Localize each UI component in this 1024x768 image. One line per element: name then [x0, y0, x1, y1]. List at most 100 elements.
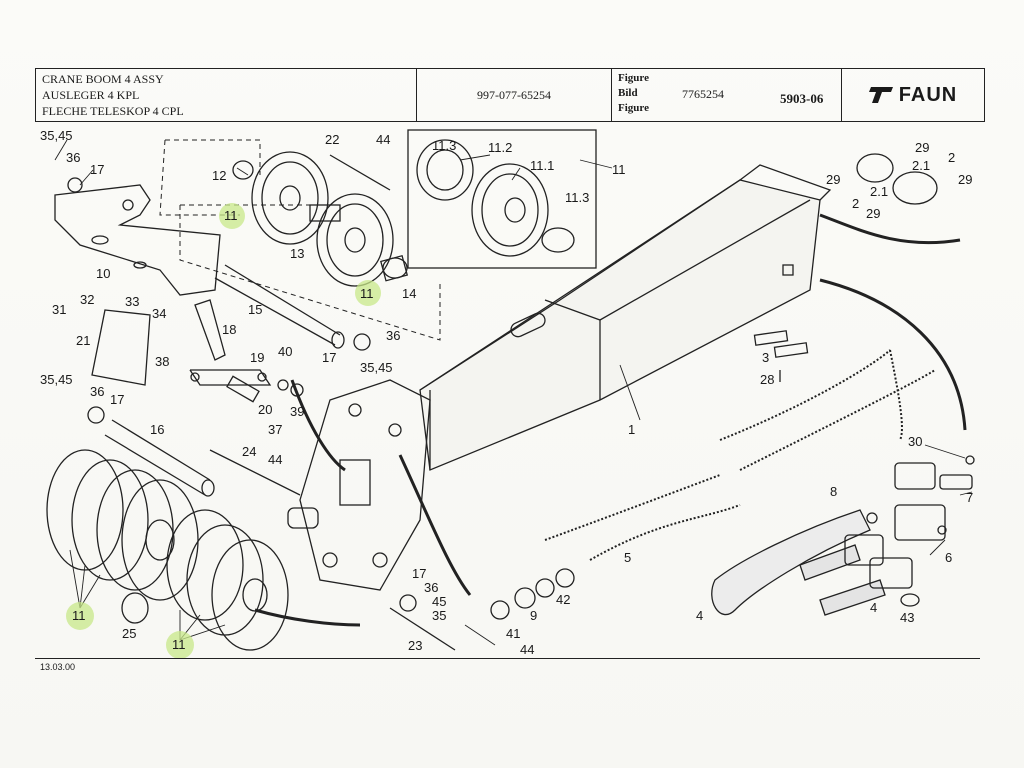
slide-pad-part-2 — [856, 153, 938, 205]
callout-44-mid: 44 — [268, 452, 282, 467]
callout-36-bottom: 36 — [424, 580, 438, 595]
callout-36-left: 36 — [90, 384, 104, 399]
brand-name: FAUN — [898, 83, 958, 106]
washer-part-42a — [535, 578, 555, 598]
washer-part-9 — [514, 587, 536, 609]
bracket-part-10 — [54, 184, 221, 296]
callout-39: 39 — [290, 404, 304, 419]
callout-29-left: 29 — [826, 172, 840, 187]
callout-43: 43 — [900, 610, 914, 625]
callout-9: 9 — [530, 608, 537, 623]
group-outline-sheaves — [159, 139, 441, 341]
figure-code: 5903-06 — [780, 91, 824, 106]
callout-13: 13 — [290, 246, 304, 261]
cable-part-5 — [544, 349, 936, 561]
callout-40: 40 — [278, 344, 292, 359]
screw-part-30 — [965, 455, 975, 465]
sheave-detail-box — [407, 129, 597, 269]
bushing-part-12 — [232, 160, 254, 180]
sheave-stack-right — [166, 509, 289, 651]
pin-part-20 — [226, 375, 260, 403]
callout-2-left: 2 — [852, 196, 859, 211]
callout-19: 19 — [250, 350, 264, 365]
callout-17-left: 17 — [110, 392, 124, 407]
washer-part-17 — [353, 333, 371, 351]
callout-10: 10 — [96, 266, 110, 281]
callout-11-2: 11.2 — [488, 140, 512, 155]
callout-11-bottom-mid: 11 — [172, 637, 186, 652]
callout-34: 34 — [152, 306, 166, 321]
callout-36-mid: 36 — [386, 328, 400, 343]
callout-11-right: 11 — [612, 162, 626, 177]
rod-part-22 — [329, 154, 391, 191]
callout-18: 18 — [222, 322, 236, 337]
washer-part-40 — [277, 379, 289, 391]
callout-44-top: 44 — [376, 132, 390, 147]
washer-part-17-mid — [87, 406, 105, 424]
callout-2-1-right: 2.1 — [912, 158, 930, 173]
callout-11-1: 11.1 — [530, 158, 554, 173]
nut-part-39 — [290, 383, 304, 397]
highlight-11-bottom-mid — [166, 631, 194, 659]
callout-5: 5 — [624, 550, 631, 565]
connector-part-4b — [869, 557, 913, 589]
assembly-title: CRANE BOOM 4 ASSY AUSLEGER 4 KPL FLECHE … — [36, 69, 416, 121]
washer-part-42b — [555, 568, 575, 588]
callout-11-mid: 11 — [360, 286, 374, 301]
figure-number: 7765254 — [682, 87, 724, 101]
callout-labels: 35,45 36 17 10 12 11 13 11 14 22 44 11.3… — [40, 128, 973, 657]
plate-part-3a — [753, 330, 789, 346]
callout-44-bottom: 44 — [520, 642, 534, 657]
callout-24: 24 — [242, 444, 256, 459]
callout-33: 33 — [125, 294, 139, 309]
highlight-11-mid — [355, 280, 381, 306]
boom-head — [287, 379, 431, 591]
lever-part-18 — [194, 299, 226, 361]
callout-14: 14 — [402, 286, 416, 301]
nut-part-41 — [490, 600, 510, 620]
callout-35: 35 — [432, 608, 446, 623]
figure-label-en: Figure — [618, 72, 649, 84]
connector-part-4a — [844, 534, 884, 566]
figure-label-de: Bild — [618, 87, 638, 99]
washer-part-17-bottom — [399, 594, 417, 612]
callout-16: 16 — [150, 422, 164, 437]
rod-part-24 — [209, 449, 301, 496]
highlight-11-top — [219, 203, 245, 229]
callout-31: 31 — [52, 302, 66, 317]
callout-4-right: 4 — [870, 600, 877, 615]
title-french: FLECHE TELESKOP 4 CPL — [42, 104, 184, 118]
chain-part-4 — [711, 509, 886, 616]
highlight-marks — [66, 203, 381, 659]
callout-2-1-left: 2.1 — [870, 184, 888, 199]
part-number: 997-077-65254 — [416, 69, 611, 121]
callout-23: 23 — [408, 638, 422, 653]
callout-37: 37 — [268, 422, 282, 437]
callout-41: 41 — [506, 626, 520, 641]
callout-11-top: 11 — [224, 208, 238, 223]
callout-1: 1 — [628, 422, 635, 437]
axle-part-15 — [214, 264, 345, 349]
spacer-part-14 — [380, 254, 409, 282]
callout-35-45-top: 35,45 — [40, 128, 73, 143]
callout-36-top: 36 — [66, 150, 80, 165]
callout-35-45-mid: 35,45 — [360, 360, 393, 375]
axle-part-16 — [104, 419, 215, 497]
callout-17-mid: 17 — [322, 350, 336, 365]
sheave-detail — [416, 139, 575, 257]
callout-22: 22 — [325, 132, 339, 147]
callout-21: 21 — [76, 333, 90, 348]
callout-30: 30 — [908, 434, 922, 449]
callout-17-top: 17 — [90, 162, 104, 177]
callout-12: 12 — [212, 168, 226, 183]
callout-29-bottom: 29 — [866, 206, 880, 221]
callout-29-right: 29 — [958, 172, 972, 187]
callout-6: 6 — [945, 550, 952, 565]
figure-info: Figure Bild Figure 7765254 5903-06 — [611, 69, 841, 121]
callout-25: 25 — [122, 626, 136, 641]
callout-15: 15 — [248, 302, 262, 317]
callout-11-3-top: 11.3 — [432, 138, 456, 153]
ring-part-25 — [121, 592, 149, 624]
